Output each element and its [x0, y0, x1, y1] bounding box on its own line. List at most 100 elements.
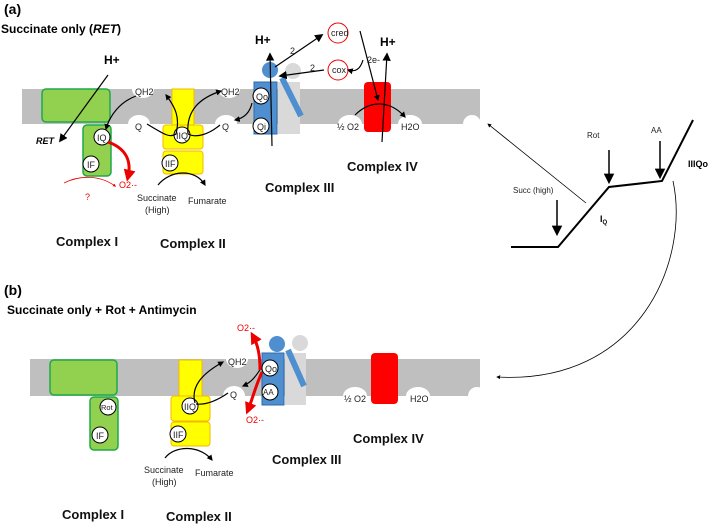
q-label: Q	[135, 122, 142, 132]
complex-iii-blue-head	[269, 336, 285, 352]
qo-label: Qo	[265, 364, 277, 374]
complex-iv	[364, 82, 391, 132]
half-o2-label: ½ O2	[337, 122, 359, 132]
ret-label: RET	[36, 136, 56, 146]
h-plus-arrow-iii	[265, 52, 275, 147]
c-red-label: cred	[331, 28, 349, 38]
h-plus-arrow-iv	[381, 52, 391, 143]
panel-a: (a) Succinate only (RET) IQ IF IIQ IIF Q…	[1, 1, 481, 251]
q-pool-notch	[215, 115, 237, 133]
h-plus-complex-iv: H+	[380, 35, 396, 49]
complex-ii-label: Complex II	[166, 509, 232, 524]
complex-ii-anchor	[178, 359, 203, 401]
q-label: Q	[222, 122, 229, 132]
succinate-high-label: (High)	[145, 205, 170, 215]
iif-site	[161, 154, 179, 172]
cox-to-qo-arrow	[278, 69, 325, 80]
q-label: Q	[230, 390, 237, 400]
succinate-to-fumarate-arrow	[164, 447, 213, 461]
succ-high-label: Succ (high)	[513, 186, 554, 195]
panel-a-arrows	[59, 30, 406, 187]
antimycin-site	[261, 383, 279, 401]
iif-label: IIF	[173, 430, 184, 440]
h2o-notch	[398, 115, 422, 133]
qo-site	[252, 87, 270, 105]
two-label: 2	[310, 63, 315, 73]
h2o-label: H2O	[401, 122, 420, 132]
membrane-notch	[468, 387, 486, 396]
panel-b-title: Succinate only + Rot + Antimycin	[7, 303, 197, 317]
panel-b-tag: (b)	[4, 282, 22, 298]
iq-label: IQ	[97, 133, 107, 143]
h-plus-complex-iii: H+	[255, 33, 271, 47]
link-to-panel-b-arrow	[496, 180, 677, 380]
complex-iii-gray-head	[292, 335, 308, 351]
if-superoxide-arrow	[63, 176, 117, 187]
complex-i-membrane-arm	[49, 359, 118, 396]
iiq-label: IIQ	[184, 402, 196, 412]
respiration-trace: Succ (high) Rot AA IQ IIIQo	[487, 119, 709, 380]
cred-to-cox-arrow	[346, 59, 364, 75]
qo-to-q-arrow	[241, 367, 262, 387]
complex-ii-anchor	[171, 88, 195, 128]
complex-iv-label: Complex IV	[353, 431, 424, 446]
complex-iii-label: Complex III	[265, 180, 334, 195]
superoxide-label: O2·-	[119, 180, 137, 190]
iiq-to-qh2-arrow	[187, 89, 223, 135]
iq-superoxide-arrow	[107, 140, 136, 182]
panel-a-tag: (a)	[4, 1, 21, 17]
electron-to-complex-iv-arrow	[359, 30, 380, 102]
complex-iv	[371, 353, 398, 404]
membrane-notch	[463, 115, 481, 124]
half-o2-label: ½ O2	[344, 394, 366, 404]
if-site	[82, 155, 100, 173]
qi-site	[252, 117, 270, 135]
if-site	[91, 426, 109, 444]
panel-a-title: Succinate only (RET)	[1, 22, 121, 36]
panel-b-arrows	[164, 361, 262, 461]
qh2-pool-notch	[132, 80, 154, 98]
o2-to-h2o-arrow	[354, 103, 406, 118]
panel-b: (b) Succinate only + Rot + Antimycin Rot…	[4, 282, 486, 524]
fumarate-label: Fumarate	[195, 468, 234, 478]
q-pool-notch	[223, 386, 245, 406]
h2o-label: H2O	[410, 394, 429, 404]
qh2-label: QH2	[135, 87, 154, 97]
iiq-site	[181, 397, 199, 415]
if-label: IF	[96, 431, 105, 441]
q-pool-notch	[128, 115, 150, 133]
complex-i-membrane-arm	[41, 88, 111, 123]
q-to-iiq-arrow	[195, 392, 229, 405]
q-to-iiq-arrow	[187, 124, 221, 137]
complex-iii-gray	[278, 82, 300, 134]
ret-arrow	[59, 74, 109, 143]
q-to-qh2-arrow	[146, 94, 179, 137]
h-plus-complex-i: H+	[104, 53, 120, 67]
complex-i-label: Complex I	[56, 234, 118, 249]
two-e-label: 2e-	[367, 55, 380, 65]
qh2-to-iq-arrow	[104, 95, 137, 131]
fumarate-label: Fumarate	[188, 196, 227, 206]
o2-notch	[338, 115, 362, 133]
qo-site	[261, 359, 279, 377]
two-label: 2	[290, 46, 295, 56]
iq-site	[93, 128, 111, 146]
superoxide-bottom-label: O2·-	[246, 415, 264, 425]
qh2-label: QH2	[221, 87, 240, 97]
complex-iii-iron-sulfur-arm	[279, 76, 304, 118]
complex-iii-gray	[285, 353, 306, 405]
iiiqo-trace-label: IIIQo	[688, 159, 709, 169]
complex-ii-label: Complex II	[160, 236, 226, 251]
qh2-label: QH2	[228, 357, 247, 367]
iif-label: IIF	[165, 159, 176, 169]
complex-iii-iron-sulfur-arm	[285, 348, 307, 388]
succinate-high-label: (High)	[152, 477, 177, 487]
aa-addition-label: AA	[651, 126, 662, 135]
c-ox-label: cox	[332, 65, 347, 75]
qh2-pool-notch	[226, 350, 248, 368]
iiq-to-qh2-arrow	[193, 361, 225, 404]
complex-i-label: Complex I	[62, 507, 124, 522]
succinate-to-fumarate-arrow	[157, 172, 206, 187]
rotenone-site	[99, 398, 117, 416]
